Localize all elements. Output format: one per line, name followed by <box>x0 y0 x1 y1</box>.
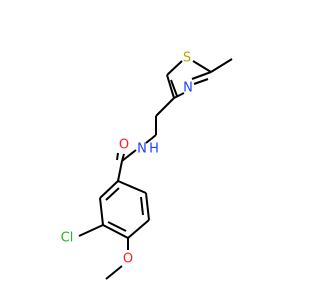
bond-ch2-n <box>145 134 157 144</box>
bond-n3-c2 <box>191 71 212 80</box>
atom-labels: S N N H O O Cl <box>61 51 193 267</box>
bond-co-ring <box>117 160 123 182</box>
atom-amide-hydrogen: H <box>149 142 159 157</box>
bond-o-methyl <box>105 265 123 280</box>
atom-sulfur: S <box>183 51 191 66</box>
bond-ring-2-3-inner <box>140 196 144 216</box>
bond-c4-n3 <box>173 92 185 99</box>
atom-thiazole-nitrogen: N <box>183 81 193 96</box>
atom-amide-nitrogen: N <box>137 142 147 157</box>
bond-ring-2-3 <box>145 192 150 221</box>
atom-chlorine: Cl <box>61 231 74 246</box>
bond-methyl-c2 <box>210 58 233 73</box>
bond-co-o-a <box>121 153 125 162</box>
bond-ring-4-5-inner <box>107 221 127 232</box>
bond-c4-ch2 <box>155 97 175 117</box>
bond-ring-1-2 <box>117 180 147 194</box>
atom-carbonyl-oxygen: O <box>119 138 129 153</box>
bond-ring-6-1-inner <box>105 187 120 201</box>
bond-lines <box>78 58 233 280</box>
bond-c5-c4-inner <box>170 79 178 97</box>
bond-n-co <box>121 149 137 162</box>
bond-ring-5-6 <box>99 197 104 226</box>
bond-s-c5 <box>166 60 183 76</box>
bond-co-o-b <box>116 152 119 161</box>
bond-ring-cl <box>78 224 104 237</box>
bond-ring-6-1 <box>99 180 119 199</box>
bond-n3-c2-inner <box>193 78 209 85</box>
bond-ring-3-4 <box>127 219 150 239</box>
bond-c2-s <box>192 60 212 73</box>
bond-c5-c4 <box>166 74 175 99</box>
bond-ring-4-5 <box>102 224 129 239</box>
molecule-structure: S N N H O O Cl <box>61 51 233 280</box>
atom-methoxy-oxygen: O <box>123 252 133 267</box>
